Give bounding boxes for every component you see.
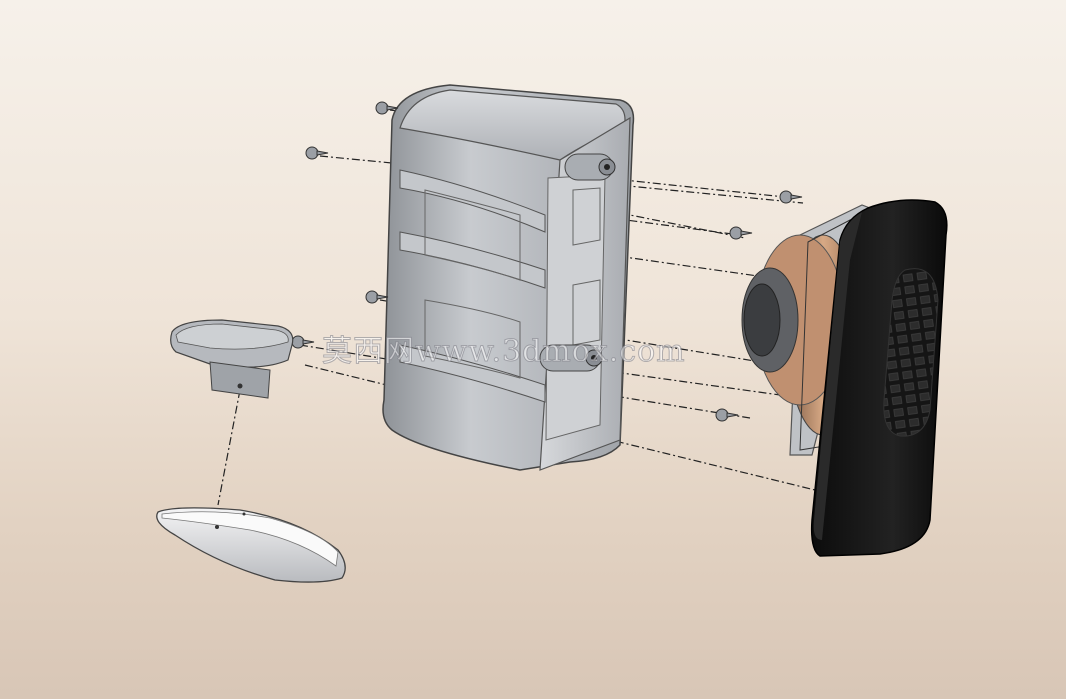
rear-housing bbox=[382, 84, 635, 471]
screw-icon bbox=[365, 290, 389, 304]
screw-icon bbox=[375, 101, 399, 115]
screw-icon bbox=[779, 190, 803, 204]
screw-icon bbox=[291, 335, 315, 349]
screw-icon bbox=[729, 226, 753, 240]
stand-foot bbox=[156, 507, 346, 583]
screw-icon bbox=[715, 408, 739, 422]
front-grille bbox=[810, 199, 948, 557]
stand-base bbox=[170, 319, 294, 399]
screw-icon bbox=[305, 146, 329, 160]
